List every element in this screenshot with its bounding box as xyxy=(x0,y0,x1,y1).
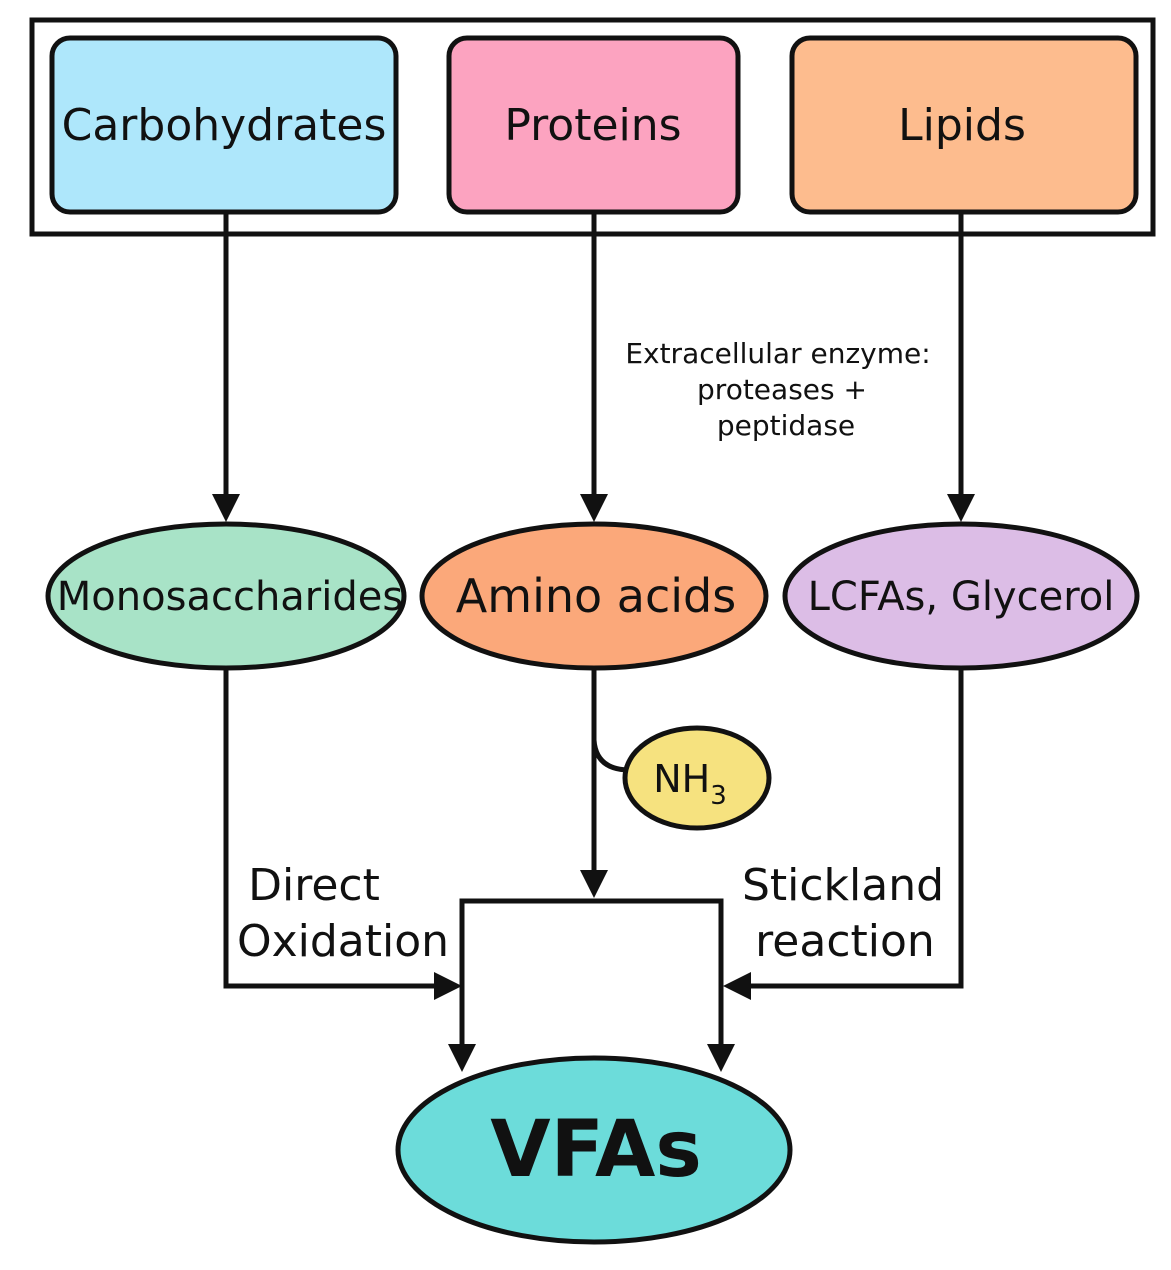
proteins-box: Proteins xyxy=(446,35,741,215)
lcfas-oval: LCFAs, Glycerol xyxy=(782,521,1140,671)
stickland-line1: Stickland xyxy=(742,860,944,911)
enzyme-note-line3: peptidase xyxy=(717,409,855,442)
direct-oxidation-line2: Oxidation xyxy=(237,916,449,967)
nh3-oval: NH3 xyxy=(622,725,772,831)
proteins-label: Proteins xyxy=(504,100,681,151)
hydrolysis-arrows xyxy=(212,212,975,522)
proteins-arrowhead xyxy=(580,494,608,522)
carbohydrates-arrowhead xyxy=(212,494,240,522)
nh3-label: NH3 xyxy=(653,757,727,811)
carbohydrates-label: Carbohydrates xyxy=(62,100,387,151)
merge-bracket xyxy=(459,898,724,1050)
lipids-label: Lipids xyxy=(898,100,1026,151)
right-arrowhead xyxy=(723,972,751,1000)
left-arrowhead xyxy=(434,972,462,1000)
direct-oxidation-label: Direct Oxidation xyxy=(237,860,449,967)
bracket-right-arrowhead xyxy=(707,1044,735,1072)
stickland-line2: reaction xyxy=(755,916,935,967)
vfas-label: VFAs xyxy=(490,1105,702,1195)
carbohydrates-box: Carbohydrates xyxy=(49,35,399,215)
lipids-box: Lipids xyxy=(789,35,1139,215)
direct-oxidation-line xyxy=(223,668,440,989)
monosaccharides-oval: Monosaccharides xyxy=(45,521,407,671)
stickland-label: Stickland reaction xyxy=(742,860,944,967)
enzyme-note-line1: Extracellular enzyme: xyxy=(625,337,930,370)
stickland-line xyxy=(748,668,964,989)
amino-acids-label: Amino acids xyxy=(456,569,736,623)
vfas-oval: VFAs xyxy=(395,1055,793,1245)
lipids-arrowhead xyxy=(947,494,975,522)
direct-oxidation-line1: Direct xyxy=(248,860,380,911)
lcfas-label: LCFAs, Glycerol xyxy=(808,574,1115,620)
monosaccharides-label: Monosaccharides xyxy=(57,574,403,620)
conversion-connectors xyxy=(223,668,964,1050)
center-arrowhead xyxy=(580,870,608,898)
enzyme-note: Extracellular enzyme: proteases + peptid… xyxy=(625,337,930,442)
bracket-left-arrowhead xyxy=(448,1044,476,1072)
enzyme-note-line2: proteases + xyxy=(697,373,867,406)
amino-acids-oval: Amino acids xyxy=(419,521,769,671)
conversion-arrowheads xyxy=(434,870,751,1072)
